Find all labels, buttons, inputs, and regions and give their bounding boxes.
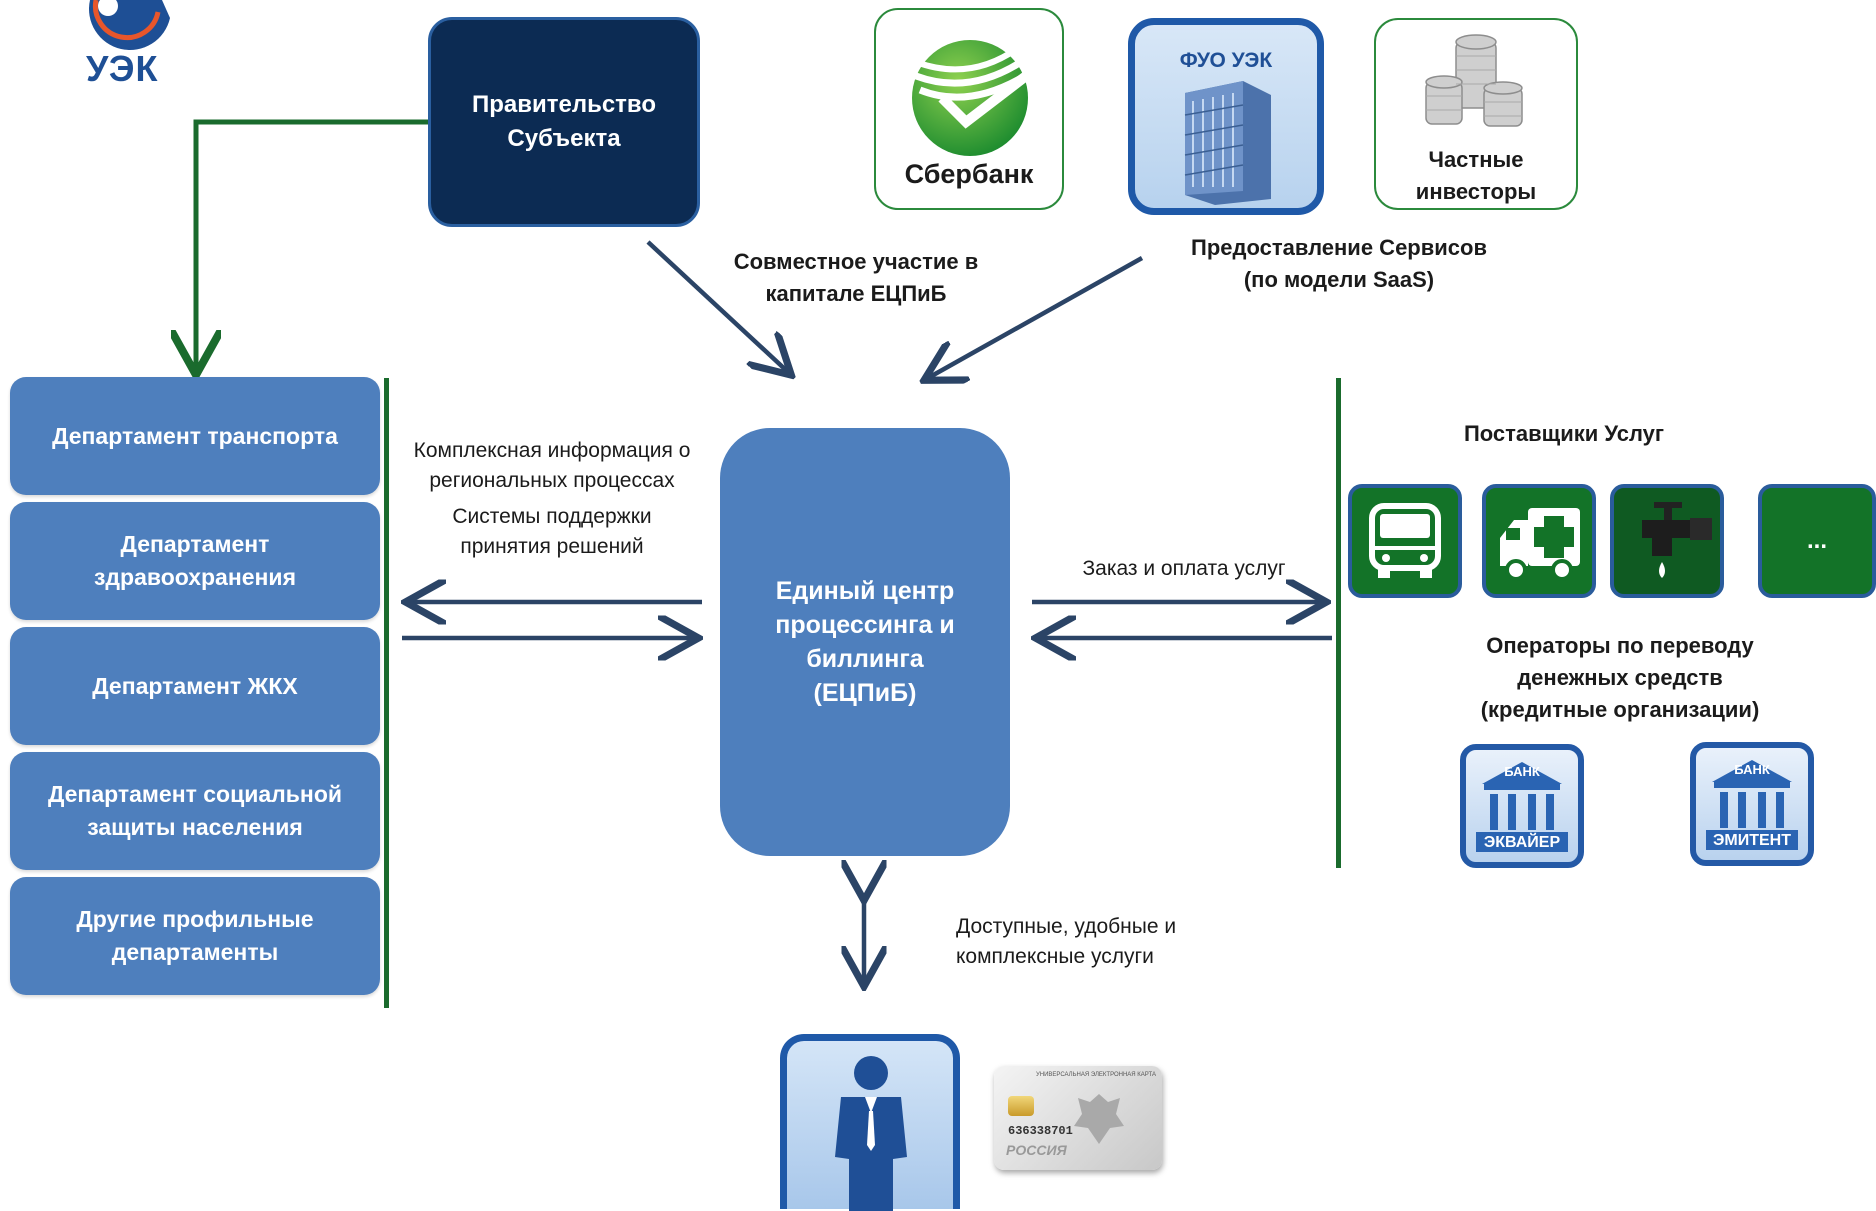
department-line1: Департамент ЖКХ bbox=[92, 672, 298, 699]
bank-building-icon bbox=[1476, 762, 1568, 852]
government-box: Правительство Субъекта bbox=[428, 17, 700, 227]
investors-line1: Частные bbox=[1428, 147, 1524, 172]
ambulance-icon bbox=[1500, 508, 1580, 581]
coins-icon bbox=[1425, 34, 1523, 127]
more-services-tile: ... bbox=[1758, 484, 1876, 598]
capital-caption-line1: Совместное участие в bbox=[733, 249, 979, 274]
bank-top-label: БАНК bbox=[1504, 764, 1540, 779]
card-chip bbox=[1008, 1096, 1034, 1116]
operators-line1: Операторы по переводу bbox=[1486, 633, 1754, 658]
gov-to-departments-line bbox=[196, 119, 428, 370]
department-line1: Департамент транспорта bbox=[52, 422, 338, 449]
government-line2: Субъекта bbox=[507, 125, 621, 152]
info-caption: Комплексная информация о региональных пр… bbox=[396, 436, 708, 496]
fuo-uek-label: ФУО УЭК bbox=[1179, 49, 1273, 72]
person-icon bbox=[835, 1056, 907, 1211]
saas-caption-line1: Предоставление Сервисов bbox=[1191, 235, 1487, 260]
saas-caption-line2: (по модели SaaS) bbox=[1243, 267, 1435, 292]
card-header: УНИВЕРСАЛЬНАЯ ЭЛЕКТРОННАЯ КАРТА bbox=[1035, 1072, 1156, 1078]
center-line4: (ЕЦПиБ) bbox=[813, 679, 917, 707]
operators-line2: денежных средств bbox=[1517, 665, 1723, 690]
government-line1: Правительство bbox=[471, 91, 657, 118]
bank-bottom-label: ЭКВАЙЕР bbox=[1483, 834, 1561, 851]
department-box-health: Департамент здравоохранения bbox=[10, 502, 380, 620]
water-tap-icon bbox=[1642, 502, 1712, 578]
saas-caption: Предоставление Сервисов (по модели SaaS) bbox=[1174, 232, 1504, 296]
citizen-card: УНИВЕРСАЛЬНАЯ ЭЛЕКТРОННАЯ КАРТА 63633870… bbox=[994, 1066, 1162, 1170]
decision-support-line1: Системы поддержки bbox=[452, 505, 652, 528]
capital-caption-line2: капитале ЕЦПиБ bbox=[765, 281, 947, 306]
acquirer-bank-tile: БАНК ЭКВАЙЕР bbox=[1460, 744, 1584, 868]
department-line1: Департамент bbox=[120, 531, 270, 557]
providers-divider bbox=[1336, 378, 1341, 868]
department-line2: защиты населения bbox=[87, 814, 303, 840]
citizen-tile bbox=[780, 1034, 960, 1211]
bank-top-label: БАНК bbox=[1734, 762, 1770, 777]
info-caption-line1: Комплексная информация о bbox=[413, 439, 691, 462]
office-building-icon bbox=[1184, 81, 1271, 205]
department-box-transport: Департамент транспорта bbox=[10, 377, 380, 495]
card-country: РОССИЯ bbox=[1006, 1142, 1067, 1158]
bus-icon bbox=[1369, 503, 1441, 578]
investors-box: Частные инвесторы bbox=[1374, 18, 1578, 210]
coat-of-arms-icon bbox=[1074, 1094, 1124, 1144]
sberbank-box: Сбербанк bbox=[874, 8, 1064, 210]
departments-divider bbox=[384, 378, 389, 1008]
department-box-social: Департамент социальной защиты населения bbox=[10, 752, 380, 870]
services-caption: Доступные, удобные и комплексные услуги bbox=[956, 912, 1286, 972]
fuo-uek-box: ФУО УЭК bbox=[1128, 18, 1324, 215]
department-line1: Департамент социальной bbox=[47, 781, 343, 807]
center-line3: биллинга bbox=[806, 645, 924, 673]
center-line2: процессинга и bbox=[775, 611, 955, 639]
water-service-tile bbox=[1610, 484, 1724, 598]
decision-support-caption: Системы поддержки принятия решений bbox=[396, 502, 708, 562]
sberbank-label: Сбербанк bbox=[904, 159, 1034, 189]
info-caption-line2: региональных процессах bbox=[429, 469, 675, 492]
processing-center-box: Единый центр процессинга и биллинга (ЕЦП… bbox=[720, 428, 1010, 856]
operators-title: Операторы по переводу денежных средств (… bbox=[1424, 630, 1816, 726]
logo-text: УЭК bbox=[86, 48, 159, 89]
department-box-other: Другие профильные департаменты bbox=[10, 877, 380, 995]
department-line2: здравоохранения bbox=[93, 564, 296, 590]
services-caption-line2: комплексные услуги bbox=[956, 945, 1154, 968]
department-line1: Другие профильные bbox=[76, 906, 314, 932]
order-caption: Заказ и оплата услуг bbox=[1082, 557, 1286, 580]
sberbank-logo-icon bbox=[912, 40, 1030, 156]
uek-logo-icon bbox=[89, 0, 170, 50]
department-box-housing: Департамент ЖКХ bbox=[10, 627, 380, 745]
center-line1: Единый центр bbox=[775, 577, 955, 605]
bank-building-icon bbox=[1706, 760, 1798, 850]
services-caption-line1: Доступные, удобные и bbox=[956, 915, 1177, 938]
card-number: 636338701 bbox=[1008, 1124, 1073, 1138]
investors-label: Частные инвесторы bbox=[1376, 144, 1576, 208]
department-line2: департаменты bbox=[111, 939, 279, 965]
bus-service-tile bbox=[1348, 484, 1462, 598]
providers-title: Поставщики Услуг bbox=[1463, 421, 1665, 446]
capital-caption: Совместное участие в капитале ЕЦПиБ bbox=[716, 246, 996, 310]
fuo-to-center-arrow bbox=[928, 256, 1144, 378]
issuer-bank-tile: БАНК ЭМИТЕНТ bbox=[1690, 742, 1814, 866]
decision-support-line2: принятия решений bbox=[460, 535, 644, 558]
operators-line3: (кредитные организации) bbox=[1480, 697, 1760, 722]
more-services-label: ... bbox=[1806, 527, 1827, 554]
ambulance-service-tile bbox=[1482, 484, 1596, 598]
gov-to-center-arrow bbox=[646, 240, 788, 372]
investors-line2: инвесторы bbox=[1415, 179, 1537, 204]
bank-bottom-label: ЭМИТЕНТ bbox=[1713, 832, 1791, 849]
